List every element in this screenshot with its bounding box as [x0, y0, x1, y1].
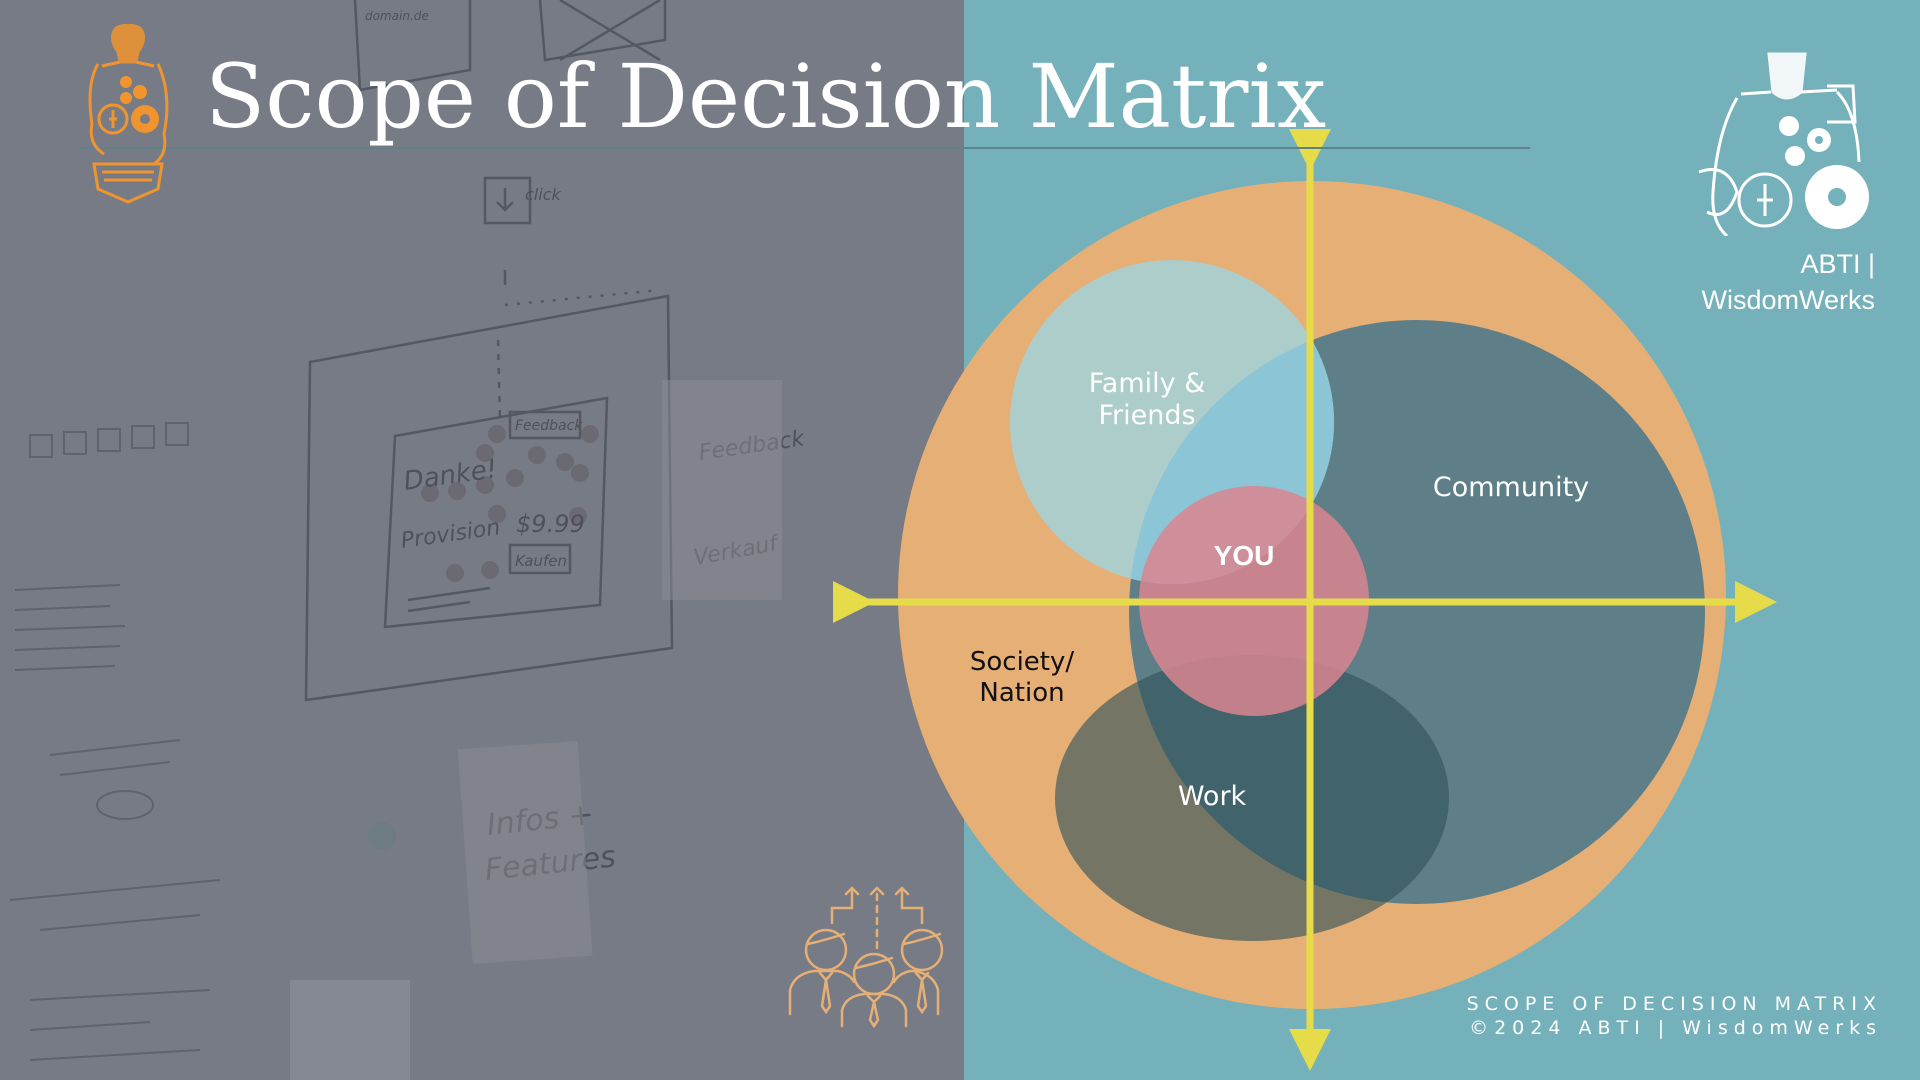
brand-line-1: ABTI | [1800, 249, 1875, 279]
society-label-line1: Society/ [969, 647, 1075, 677]
you-label: YOU [1213, 540, 1275, 571]
society-nation-label: Society/ Nation [970, 647, 1074, 709]
svg-text:domain.de: domain.de [365, 9, 429, 23]
family-friends-label-line1: Family & [1088, 368, 1206, 399]
footer-copyright: ©2024 ABTI | WisdomWerks [1469, 1017, 1882, 1039]
slide-title: Scope of Decision Matrix [205, 45, 1327, 148]
svg-text:$9.99: $9.99 [516, 510, 585, 538]
footer-title: SCOPE OF DECISION MATRIX [1466, 993, 1882, 1015]
svg-text:Feedback: Feedback [515, 418, 583, 434]
slide-footer: SCOPE OF DECISION MATRIX ©2024 ABTI | Wi… [1467, 992, 1882, 1040]
family-friends-label: Family & Friends [1089, 368, 1206, 432]
team-growth-icon [788, 886, 944, 1028]
svg-text:Kaufen: Kaufen [515, 552, 567, 570]
steampunk-logo-icon [88, 24, 169, 204]
brand-label: ABTI | WisdomWerks [1701, 246, 1875, 318]
steampunk-logo-icon [1698, 52, 1869, 236]
community-label: Community [1432, 472, 1590, 503]
work-ellipse [1055, 655, 1449, 941]
work-label: Work [1177, 781, 1247, 812]
brand-line-2: WisdomWerks [1701, 285, 1875, 315]
svg-text:click: click [525, 185, 561, 204]
family-friends-label-line2: Friends [1098, 400, 1196, 431]
title-underline [80, 147, 1530, 149]
society-label-line2: Nation [979, 678, 1065, 708]
wireframe-sketch-photo: Danke! Provision $9.99 Feedback Kaufen F… [9, 0, 807, 1080]
